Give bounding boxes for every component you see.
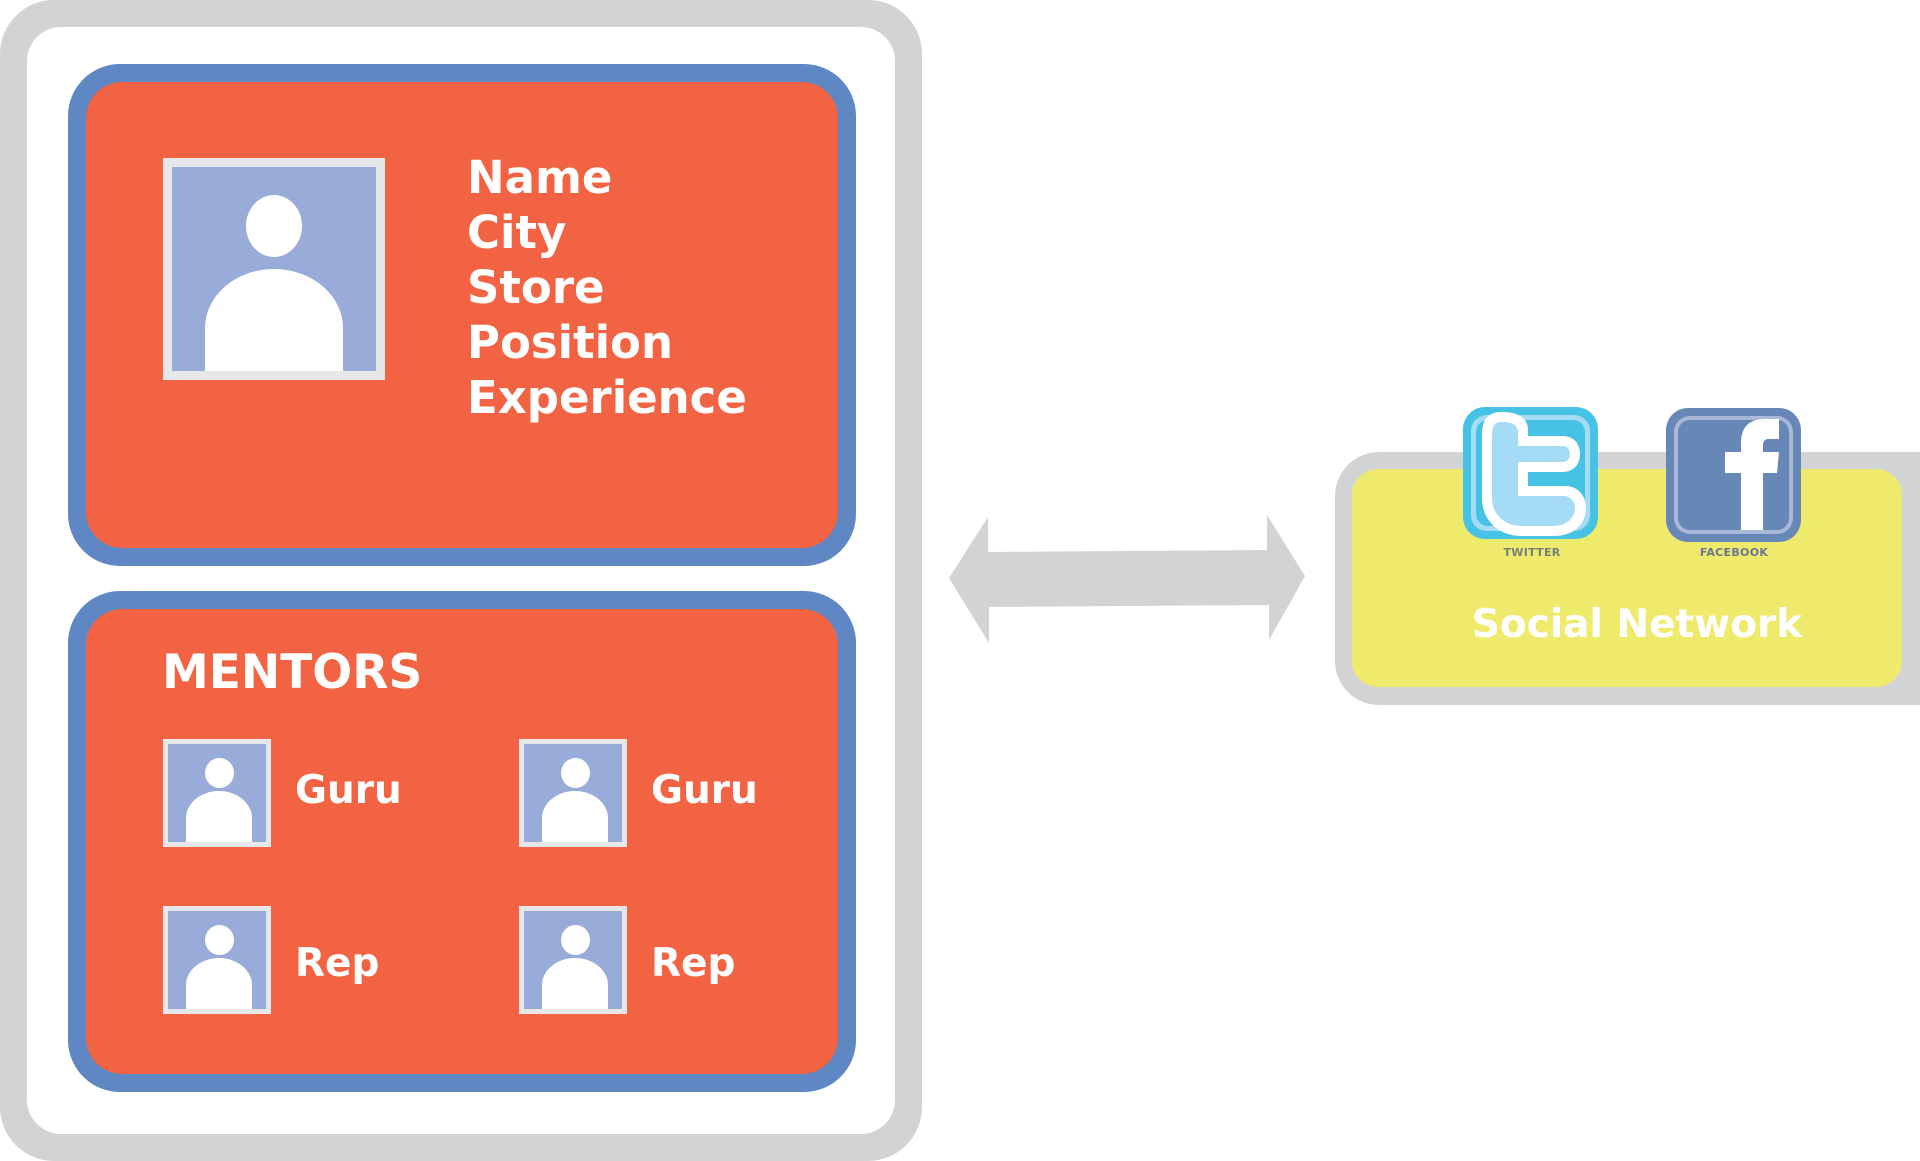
person-head [561,758,590,788]
mentor-label[interactable]: Rep [295,941,380,986]
person-body [186,791,252,842]
double-headed-arrow-icon [949,515,1305,643]
person-silhouette-icon [524,911,622,1009]
field-city: City [467,206,567,259]
profile-photo[interactable] [163,158,385,380]
person-head [205,925,234,955]
field-store: Store [467,261,605,314]
person-silhouette-icon [524,744,622,842]
twitter-icon[interactable] [1462,406,1599,540]
person-head [246,195,302,257]
mentor-photo[interactable] [519,906,627,1014]
mentor-photo[interactable] [519,739,627,847]
mentor-label[interactable]: Guru [651,768,758,813]
mentors-title: MENTORS [162,645,423,700]
person-body [542,958,608,1009]
person-head [205,758,234,788]
person-body [542,791,608,842]
profile-field-list: Name City Store Position Experience [467,150,747,425]
person-body [186,958,252,1009]
facebook-label: FACEBOOK [1699,546,1769,559]
social-network-title-text: Social Network [1471,602,1803,647]
mentor-photo[interactable] [163,906,271,1014]
mentor-photo[interactable] [163,739,271,847]
field-name: Name [467,151,613,204]
person-silhouette-icon [168,744,266,842]
person-silhouette-icon [172,167,376,371]
social-network-title: Social Network [1352,602,1920,648]
person-body [205,269,343,371]
mentor-label[interactable]: Guru [295,768,402,813]
field-position: Position [467,316,673,369]
mentor-label[interactable]: Rep [651,941,736,986]
person-head [561,925,590,955]
social-network-panel [1352,469,1902,687]
twitter-label: TWITTER [1503,546,1561,559]
facebook-icon[interactable] [1665,407,1802,543]
person-silhouette-icon [168,911,266,1009]
field-experience: Experience [467,371,747,424]
